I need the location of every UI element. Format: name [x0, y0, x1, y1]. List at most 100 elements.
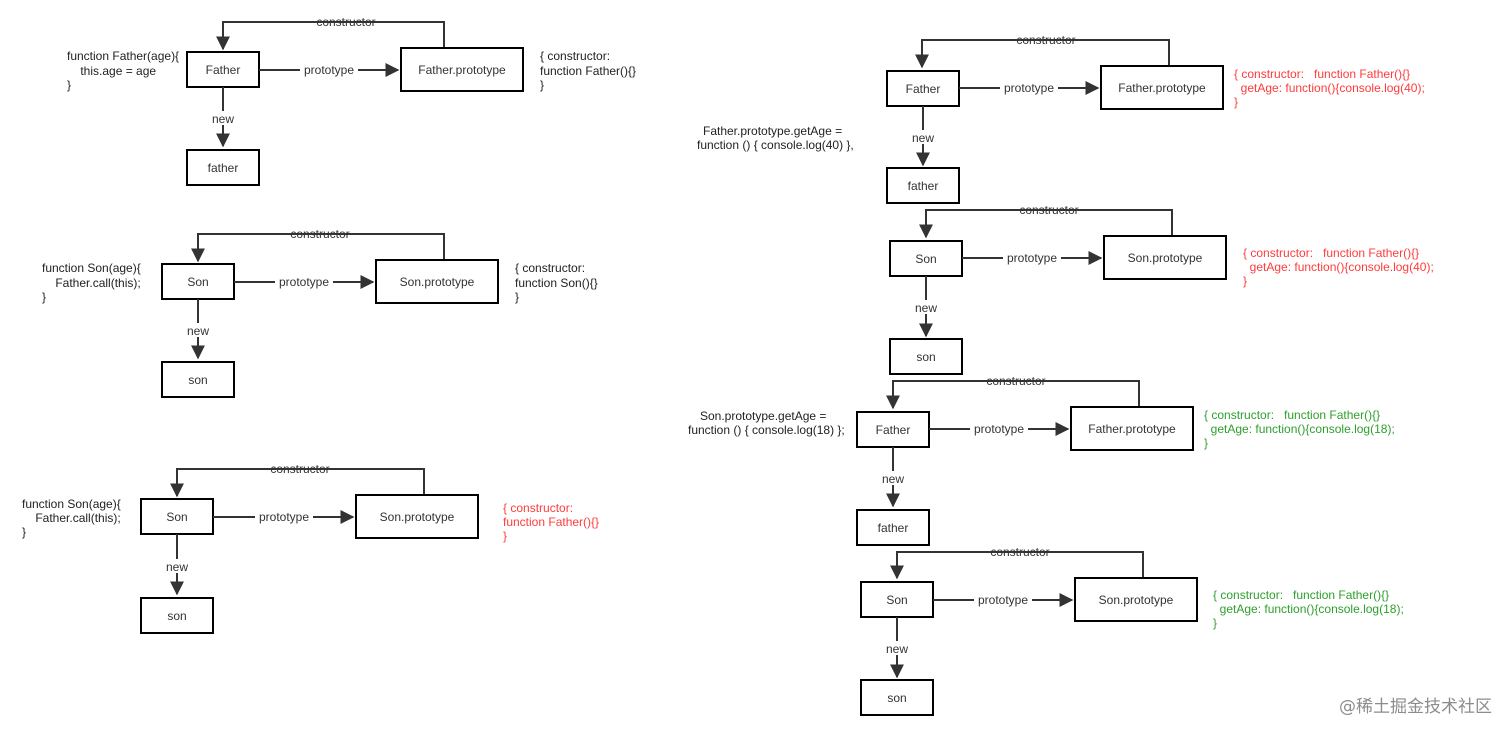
- constructor-edge: [170, 468, 425, 498]
- code-line: function Son(age){: [42, 261, 141, 275]
- code-line: function () { console.log(18) };: [688, 423, 845, 437]
- new-label-bg: [208, 111, 238, 125]
- new-label-bg: [878, 471, 908, 485]
- son-prototype-node-label: Son.prototype: [1128, 251, 1203, 265]
- prototype-label: prototype: [304, 63, 354, 77]
- new-label-bg: [882, 641, 912, 655]
- prototype-label: prototype: [974, 422, 1024, 436]
- son-instance-node-label: son: [916, 350, 935, 364]
- father-prototype-node-label: Father.prototype: [418, 63, 506, 77]
- proto-note-line: function Father(){}: [503, 515, 599, 529]
- prototype-label: prototype: [259, 510, 309, 524]
- constructor-label: constructor: [990, 545, 1049, 559]
- diagram-son-getage-red: constructor Son prototype Son.prototype …: [889, 203, 1434, 375]
- father-prototype-node-label: Father.prototype: [1088, 422, 1176, 436]
- son-prototype-node: [375, 259, 499, 304]
- proto-note-line: { constructor:: [503, 501, 573, 515]
- father-instance-node: [886, 167, 960, 204]
- proto-note-line: { constructor: function Father(){}: [1243, 246, 1419, 260]
- prototype-label-bg: [1000, 80, 1058, 94]
- new-label: new: [886, 642, 908, 656]
- watermark: @稀土掘金技术社区: [1339, 697, 1492, 717]
- son-function-node: [889, 240, 963, 277]
- constructor-label: constructor: [316, 15, 375, 29]
- proto-note-line: }: [515, 290, 519, 304]
- constructor-edge: [919, 209, 1173, 239]
- proto-note-line: { constructor: function Father(){}: [1234, 67, 1410, 81]
- father-function-node-label: Father: [876, 423, 911, 437]
- proto-note-line: { constructor:: [515, 261, 585, 275]
- new-label-bg: [183, 323, 213, 337]
- new-label: new: [187, 324, 209, 338]
- constructor-label: constructor: [270, 462, 329, 476]
- constructor-edge: [216, 21, 445, 51]
- prototype-label-bg: [275, 274, 333, 288]
- proto-note-line: function Father(){}: [540, 64, 636, 78]
- proto-note-line: getAge: function(){console.log(40);: [1243, 260, 1434, 274]
- son-function-node-label: Son: [187, 275, 208, 289]
- father-instance-node-label: father: [878, 521, 909, 535]
- proto-note-line: { constructor:: [540, 49, 610, 63]
- father-prototype-node: [1070, 406, 1194, 451]
- father-prototype-node: [400, 47, 524, 92]
- constructor-edge: [890, 551, 1144, 580]
- father-function-node-label: Father: [206, 63, 241, 77]
- diagram-father-getage-green: constructor Father prototype Father.prot…: [688, 374, 1395, 546]
- code-line: function () { console.log(40) },: [697, 138, 854, 152]
- son-function-node-label: Son: [166, 510, 187, 524]
- constructor-edge: [915, 39, 1170, 69]
- new-label: new: [212, 112, 234, 126]
- son-instance-node: [889, 338, 963, 375]
- diagram-son-reassigned-constructor: constructor Son prototype Son.prototype …: [22, 462, 599, 634]
- son-instance-node-label: son: [887, 691, 906, 705]
- son-instance-node-label: son: [188, 373, 207, 387]
- son-instance-node-label: son: [167, 609, 186, 623]
- father-instance-node-label: father: [908, 179, 939, 193]
- proto-note-line: getAge: function(){console.log(40);: [1234, 81, 1425, 95]
- proto-note-line: function Son(){}: [515, 276, 598, 290]
- proto-note-line: }: [1204, 436, 1208, 450]
- new-label: new: [912, 131, 934, 145]
- code-line: this.age = age: [67, 64, 156, 78]
- son-prototype-node-label: Son.prototype: [1099, 593, 1174, 607]
- diagram-son-getage-green: constructor Son prototype Son.prototype …: [860, 545, 1404, 716]
- constructor-label: constructor: [1016, 33, 1075, 47]
- new-label-bg: [162, 559, 192, 573]
- prototype-label: prototype: [1007, 251, 1057, 265]
- father-function-node-label: Father: [906, 82, 941, 96]
- constructor-label: constructor: [290, 227, 349, 241]
- son-prototype-node: [1103, 235, 1227, 280]
- code-line: }: [67, 78, 71, 92]
- diagram-father-basic: constructor Father prototype Father.prot…: [67, 15, 636, 186]
- code-line: Son.prototype.getAge =: [700, 409, 826, 423]
- new-label-bg: [908, 130, 938, 144]
- prototype-label-bg: [255, 509, 313, 523]
- son-prototype-node: [1074, 577, 1198, 622]
- constructor-label: constructor: [1019, 203, 1078, 217]
- proto-note-line: { constructor: function Father(){}: [1213, 588, 1389, 602]
- code-line: function Son(age){: [22, 497, 121, 511]
- son-prototype-node-label: Son.prototype: [400, 275, 475, 289]
- prototype-label-bg: [974, 592, 1032, 606]
- father-instance-node: [186, 149, 260, 186]
- proto-note-line: }: [503, 529, 507, 543]
- prototype-label: prototype: [1004, 81, 1054, 95]
- new-label: new: [915, 301, 937, 315]
- code-line: Father.call(this);: [22, 511, 121, 525]
- son-instance-node: [860, 679, 934, 716]
- prototype-label: prototype: [279, 275, 329, 289]
- son-function-node-label: Son: [886, 593, 907, 607]
- prototype-label: prototype: [978, 593, 1028, 607]
- code-line: Father.call(this);: [42, 276, 141, 290]
- diagram-son-basic: constructor Son prototype Son.prototype …: [42, 227, 598, 398]
- prototype-label-bg: [1003, 250, 1061, 264]
- proto-note-line: }: [1213, 616, 1217, 630]
- constructor-edge: [191, 233, 445, 263]
- son-instance-node: [140, 597, 214, 634]
- code-line: }: [22, 525, 26, 539]
- new-label-bg: [911, 300, 941, 314]
- son-prototype-node-label: Son.prototype: [380, 510, 455, 524]
- proto-note-line: }: [540, 78, 544, 92]
- father-function-node: [856, 411, 930, 448]
